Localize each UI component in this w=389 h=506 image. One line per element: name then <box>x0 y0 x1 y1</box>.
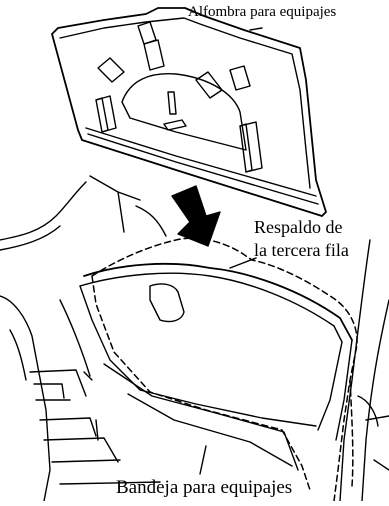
vehicle-interior-illustration <box>0 175 389 502</box>
down-arrow-icon <box>171 185 221 247</box>
mat-leader-line <box>249 27 263 31</box>
seat-label-line-2: la tercera fila <box>254 239 349 260</box>
luggage-mat-illustration <box>51 7 327 217</box>
tray-dashed-outline <box>91 237 358 502</box>
luggage-mat-label: Alfombra para equipajes <box>188 4 337 20</box>
luggage-tray-label: Bandeja para equipajes <box>116 477 293 498</box>
tray-leader-line <box>199 445 207 475</box>
third-row-seatback-label: Respaldo de la tercera fila <box>254 216 349 261</box>
seat-label-line-1: Respaldo de <box>254 217 343 237</box>
